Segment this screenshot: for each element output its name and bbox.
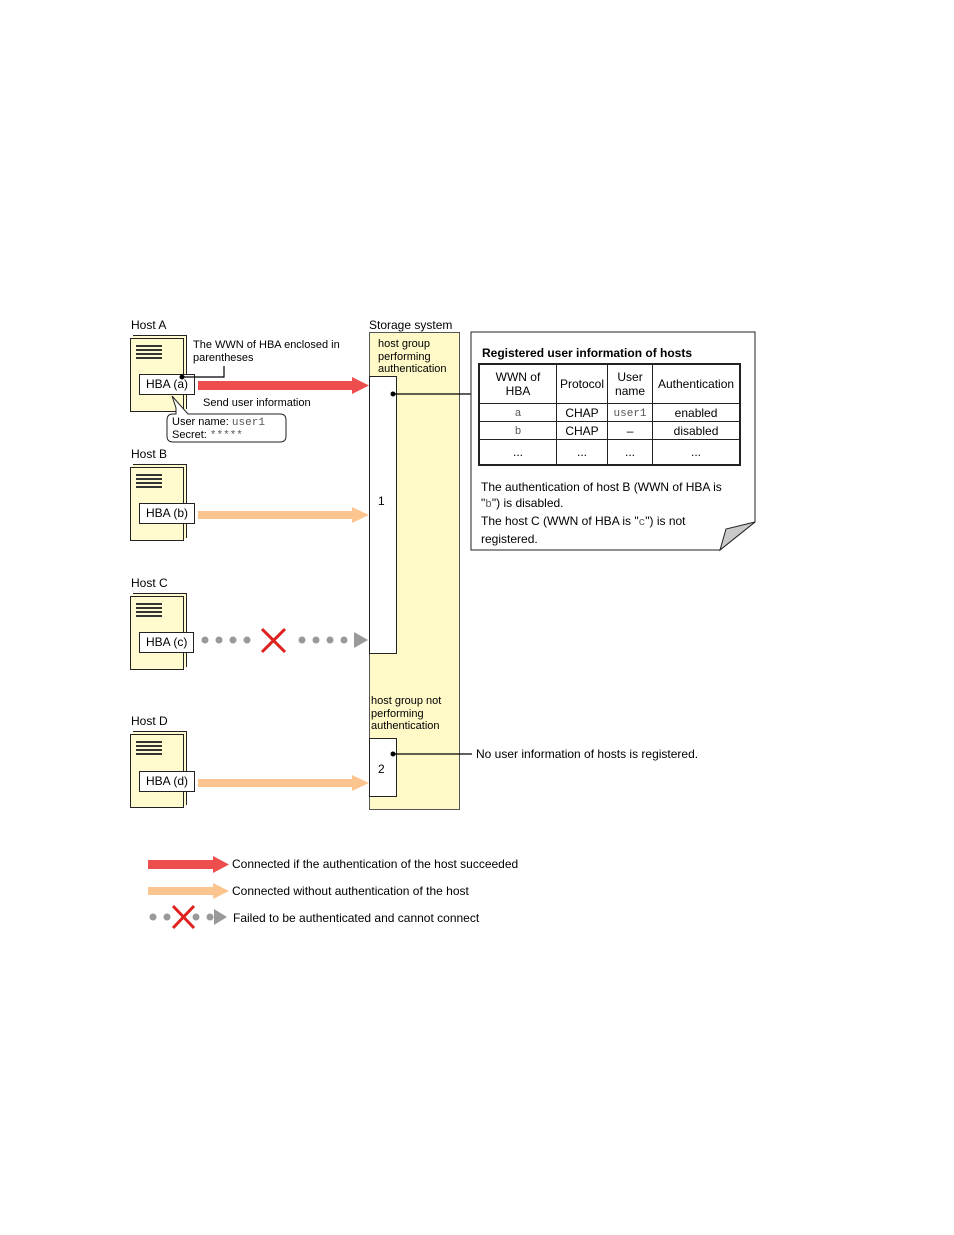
storage-system-label: Storage system <box>369 318 453 332</box>
legend-failed-head <box>214 909 227 925</box>
col-wwn: WWN of HBA <box>478 363 557 404</box>
legend-orange-shaft <box>148 887 214 895</box>
registry-table: WWN of HBA Protocol User name Authentica… <box>478 363 742 466</box>
legend-orange-head <box>213 883 229 899</box>
user-info-bubble <box>166 395 287 443</box>
col-user-name: User name <box>607 363 654 404</box>
port-1-label: 1 <box>378 494 385 508</box>
registry-note-2: The host C (WWN of HBA is "c") is not re… <box>481 514 686 546</box>
registry-note-1: The authentication of host B (WWN of HBA… <box>481 480 722 511</box>
arrow-d-shaft <box>198 779 353 787</box>
bubble-user-line: User name: user1 <box>172 416 265 429</box>
hba-b: HBA (b) <box>139 503 196 524</box>
hba-c: HBA (c) <box>139 632 195 653</box>
bubble-secret-line: Secret: ***** <box>172 429 243 442</box>
legend-red-text: Connected if the authentication of the h… <box>232 857 519 871</box>
legend-orange-text: Connected without authentication of the … <box>232 884 469 898</box>
legend-failed-text: Failed to be authenticated and cannot co… <box>233 911 480 925</box>
legend-red-shaft <box>148 860 214 869</box>
port-2-box <box>369 738 397 797</box>
arrow-b-shaft <box>198 511 353 519</box>
wwn-note: The WWN of HBA enclosed in parentheses <box>193 339 340 364</box>
wwn-callout-dot <box>179 374 185 380</box>
col-authentication: Authentication <box>652 363 741 404</box>
col-protocol: Protocol <box>555 363 609 404</box>
arrow-a-head <box>352 377 369 394</box>
cross-c-icon <box>260 627 287 654</box>
host-b-label: Host B <box>131 447 168 461</box>
table-row: ... ... ... ... <box>478 439 741 466</box>
legend-cross-icon <box>171 904 196 930</box>
host-a-label: Host A <box>131 318 167 332</box>
host-group-auth-label: host group performing authentication <box>378 338 447 375</box>
arrow-c-head <box>354 632 368 648</box>
arrow-c-dots <box>201 636 348 644</box>
legend-red-head <box>213 856 229 873</box>
no-user-info-note: No user information of hosts is register… <box>476 747 699 761</box>
table-row: b CHAP – disabled <box>478 421 741 440</box>
host-d-label: Host D <box>131 714 168 728</box>
port-2-label: 2 <box>378 762 385 776</box>
port-1-box <box>369 376 397 654</box>
table-header-row: WWN of HBA Protocol User name Authentica… <box>478 363 741 404</box>
arrow-b-head <box>352 507 369 523</box>
registry-title: Registered user information of hosts <box>482 346 693 360</box>
note-fold-corner <box>719 521 756 552</box>
table-row: a CHAP user1 enabled <box>478 403 741 422</box>
host-group-noauth-label: host group not performing authentication <box>371 695 442 732</box>
wwn-callout-line <box>182 366 225 378</box>
host-c-label: Host C <box>131 576 168 590</box>
hba-d: HBA (d) <box>139 771 196 792</box>
legend-failed-dots <box>149 913 214 921</box>
send-user-info-label: Send user information <box>203 397 311 409</box>
arrow-a-shaft <box>198 381 353 390</box>
arrow-d-head <box>352 775 369 791</box>
